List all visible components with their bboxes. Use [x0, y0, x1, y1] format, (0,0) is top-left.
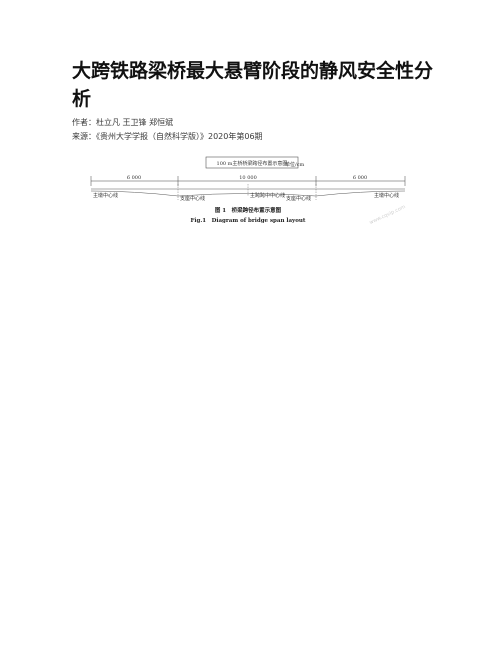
span-length-right: 6 000 [353, 175, 367, 181]
label-pier-right-end: 主墩中心线 [374, 192, 399, 199]
source-journal: 《贵州大学学报（自然科学版）》2020年第06期 [96, 132, 263, 141]
source-prefix: 来源： [72, 132, 96, 141]
figure-banner: 100 m主桥桥梁跨径布置示意图 [217, 160, 288, 167]
span-length-left: 6 000 [127, 175, 141, 181]
article-authors: 作者：杜立凡 王卫锋 郑恒斌 [72, 117, 173, 128]
watermark: www.cqvip.com [369, 204, 407, 226]
bridge-span-diagram: 100 m主桥桥梁跨径布置示意图 单位/cm 6 000 10 000 6 00… [90, 156, 407, 226]
article-title: 大跨铁路梁桥最大悬臂阶段的静风安全性分析 [72, 60, 434, 110]
label-pier-left-end: 主墩中心线 [93, 192, 118, 199]
label-pier-2: 支座中心线 [286, 195, 311, 202]
label-midspan: 主跨跨中中心线 [250, 192, 285, 199]
authors-prefix: 作者： [72, 118, 96, 127]
figure-unit: 单位/cm [285, 161, 304, 168]
caption-en: Fig.1 Diagram of bridge span layout [191, 218, 306, 224]
banner-box [205, 156, 299, 169]
span-length-main: 10 000 [239, 175, 257, 181]
bridge-span-figure: 100 m主桥桥梁跨径布置示意图 单位/cm 6 000 10 000 6 00… [88, 154, 412, 230]
caption-cn: 图 1 桥梁跨径布置示意图 [215, 206, 282, 214]
girder-bottom [90, 190, 406, 197]
article-source: 来源：《贵州大学学报（自然科学版）》2020年第06期 [72, 131, 263, 142]
label-pier-1: 支座中心线 [180, 195, 205, 202]
authors-names: 杜立凡 王卫锋 郑恒斌 [96, 118, 174, 127]
